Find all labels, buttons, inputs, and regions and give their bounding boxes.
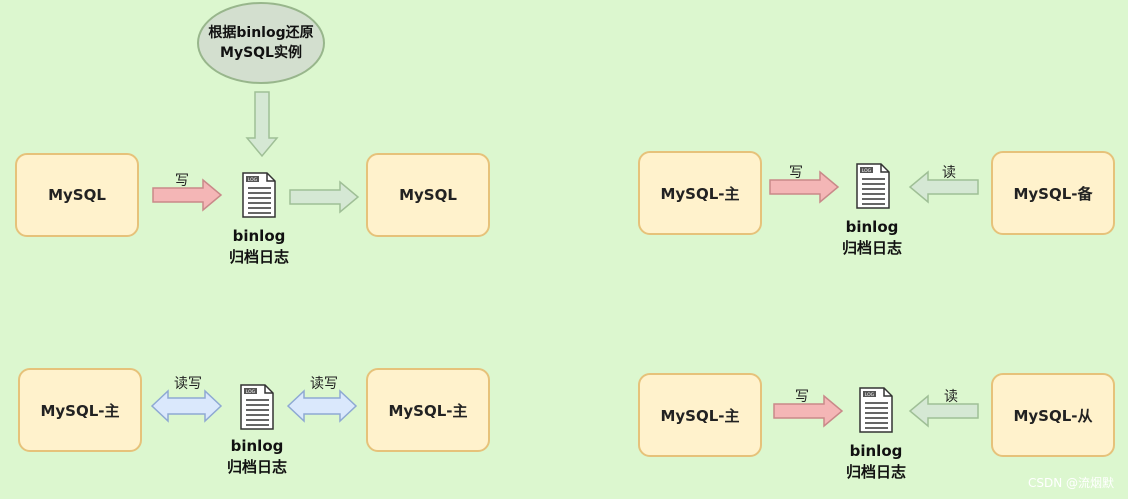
read-arrow <box>908 394 979 428</box>
binlog-caption: binlog 归档日志 <box>846 441 906 483</box>
mysql-target-label: MySQL <box>399 186 457 204</box>
restore-arrow <box>289 180 360 214</box>
restore-down-arrow <box>245 91 279 158</box>
restore-note-line2: MySQL实例 <box>220 45 302 61</box>
watermark: CSDN @流烟默 <box>1027 476 1114 490</box>
mysql-target-box[interactable]: MySQL <box>366 153 490 237</box>
write-label: 写 <box>795 389 809 405</box>
mysql-primary-label: MySQL-主 <box>660 184 740 203</box>
mysql-master-right-label: MySQL-主 <box>388 401 468 420</box>
log-file-icon <box>242 172 276 218</box>
archive-log-label: 归档日志 <box>845 463 907 481</box>
mysql-primary-box[interactable]: MySQL-主 <box>638 151 762 235</box>
write-arrow <box>773 394 844 428</box>
readwrite-arrow-left <box>150 389 223 423</box>
readwrite-arrow-right <box>286 389 358 423</box>
log-file-icon <box>240 384 274 430</box>
mysql-source-label: MySQL <box>48 186 106 204</box>
write-arrow <box>769 170 840 204</box>
archive-log-label: 归档日志 <box>841 239 903 257</box>
archive-log-label: 归档日志 <box>228 248 290 266</box>
write-label: 写 <box>789 165 803 181</box>
mysql-replica-label: MySQL-从 <box>1013 406 1093 425</box>
binlog-label: binlog <box>845 218 899 236</box>
archive-log-label: 归档日志 <box>226 458 288 476</box>
write-arrow <box>152 178 223 212</box>
readwrite-label: 读写 <box>174 376 202 392</box>
binlog-caption: binlog 归档日志 <box>842 217 902 259</box>
restore-note: 根据binlog还原 MySQL实例 <box>197 2 325 84</box>
log-file-icon <box>856 163 890 209</box>
read-arrow <box>908 170 979 204</box>
mysql-primary-label: MySQL-主 <box>660 406 740 425</box>
mysql-standby-label: MySQL-备 <box>1013 184 1093 203</box>
read-label: 读 <box>942 165 956 181</box>
mysql-replica-box[interactable]: MySQL-从 <box>991 373 1115 457</box>
mysql-master-left-label: MySQL-主 <box>40 401 120 420</box>
mysql-master-left-box[interactable]: MySQL-主 <box>18 368 142 452</box>
binlog-label: binlog <box>230 437 284 455</box>
binlog-label: binlog <box>849 442 903 460</box>
restore-note-line1: 根据binlog还原 <box>208 25 314 41</box>
binlog-label: binlog <box>232 227 286 245</box>
mysql-standby-box[interactable]: MySQL-备 <box>991 151 1115 235</box>
binlog-caption: binlog 归档日志 <box>229 226 289 268</box>
readwrite-label: 读写 <box>310 376 338 392</box>
binlog-caption: binlog 归档日志 <box>227 436 287 478</box>
mysql-primary-box[interactable]: MySQL-主 <box>638 373 762 457</box>
write-label: 写 <box>175 173 189 189</box>
log-file-icon <box>859 387 893 433</box>
read-label: 读 <box>944 389 958 405</box>
mysql-master-right-box[interactable]: MySQL-主 <box>366 368 490 452</box>
mysql-source-box[interactable]: MySQL <box>15 153 139 237</box>
